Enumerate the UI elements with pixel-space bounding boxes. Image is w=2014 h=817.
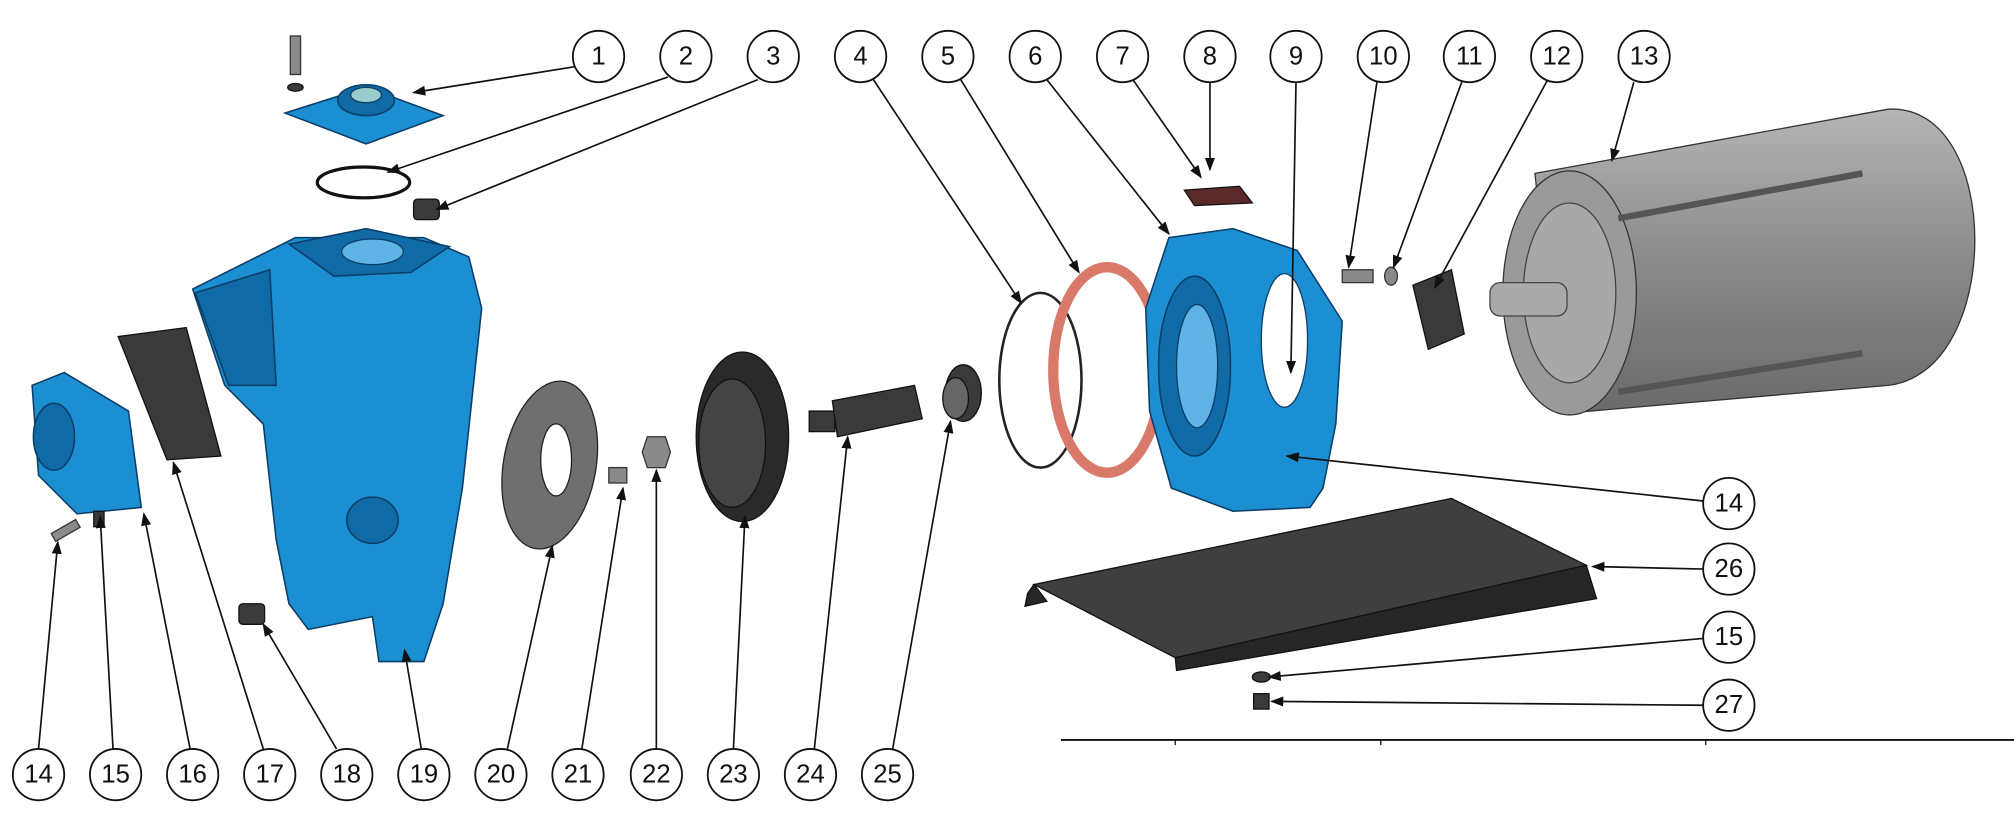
part-10-bolt — [1341, 269, 1374, 284]
balloon-10: 10 — [1356, 29, 1410, 84]
balloon-16: 16 — [166, 748, 220, 802]
part-13-motor — [1489, 108, 1976, 416]
part-20-wear-plate — [501, 380, 599, 550]
svg-text:1: 1 — [591, 43, 605, 71]
part-12-coupling — [1412, 268, 1465, 351]
balloon-3: 3 — [746, 29, 800, 84]
part-17-gasket — [117, 326, 222, 461]
svg-text:4: 4 — [853, 43, 867, 71]
svg-text:10: 10 — [1369, 43, 1398, 71]
part-25-mechanical-seal — [942, 364, 982, 422]
balloon-12: 12 — [1530, 29, 1584, 84]
part-2-o-ring — [315, 165, 412, 200]
balloon-5: 5 — [921, 29, 975, 84]
balloon-13: 13 — [1617, 29, 1671, 84]
svg-text:19: 19 — [410, 761, 439, 789]
svg-text:15: 15 — [101, 761, 130, 789]
svg-text:13: 13 — [1630, 43, 1659, 71]
balloon-14-bottom: 14 — [11, 748, 66, 802]
svg-text:20: 20 — [487, 761, 516, 789]
svg-text:3: 3 — [766, 43, 780, 71]
part-19-pump-casing — [191, 227, 483, 663]
balloon-9: 9 — [1269, 29, 1323, 84]
balloon-2: 2 — [659, 29, 713, 84]
part-15-washer-base — [1251, 671, 1271, 683]
balloon-8: 8 — [1183, 29, 1237, 84]
svg-text:11: 11 — [1456, 43, 1483, 71]
svg-text:14: 14 — [1715, 490, 1744, 518]
part-15-washer — [93, 510, 105, 528]
part-16-suction-flange — [31, 371, 143, 515]
part-8-nameplate — [1183, 185, 1254, 207]
part-27-nut — [1252, 693, 1270, 710]
svg-text:25: 25 — [873, 761, 902, 789]
balloon-15-right: 15 — [1702, 610, 1756, 664]
svg-text:22: 22 — [642, 761, 671, 789]
balloon-15-bottom: 15 — [89, 748, 143, 802]
balloon-17: 17 — [243, 748, 297, 802]
balloon-26: 26 — [1702, 542, 1756, 596]
baseline — [1060, 738, 2014, 746]
balloon-1: 1 — [571, 29, 626, 84]
balloon-21: 21 — [551, 748, 605, 802]
balloon-27: 27 — [1702, 678, 1756, 732]
svg-text:5: 5 — [941, 43, 955, 71]
part-14-bolt — [50, 518, 82, 543]
svg-text:12: 12 — [1542, 43, 1571, 71]
svg-text:27: 27 — [1715, 691, 1744, 719]
svg-text:16: 16 — [178, 761, 207, 789]
svg-text:9: 9 — [1289, 43, 1303, 71]
part-22-nut — [641, 436, 672, 469]
svg-text:6: 6 — [1028, 43, 1042, 71]
svg-text:26: 26 — [1715, 555, 1744, 583]
svg-text:2: 2 — [679, 43, 693, 71]
part-24-shaft-sleeve — [808, 384, 923, 438]
balloon-14-right: 14 — [1702, 476, 1756, 531]
svg-text:18: 18 — [333, 761, 362, 789]
part-21-screw — [608, 466, 628, 484]
svg-text:14: 14 — [24, 761, 53, 789]
balloon-18: 18 — [320, 748, 374, 802]
balloon-25: 25 — [860, 748, 915, 802]
svg-text:7: 7 — [1115, 43, 1129, 71]
balloon-4: 4 — [833, 29, 888, 84]
balloon-11: 11 — [1442, 29, 1496, 84]
part-26-base-plate — [1024, 497, 1598, 672]
balloon-22: 22 — [629, 748, 683, 802]
svg-text:23: 23 — [719, 761, 748, 789]
balloon-24: 24 — [783, 748, 838, 802]
balloon-20: 20 — [474, 748, 528, 802]
svg-text:21: 21 — [564, 761, 593, 789]
balloon-7: 7 — [1096, 29, 1150, 84]
balloon-23: 23 — [706, 748, 761, 802]
svg-text:17: 17 — [255, 761, 284, 789]
part-5-gasket — [1048, 262, 1167, 478]
part-18-drain-plug — [238, 603, 266, 625]
part-4-o-ring — [998, 291, 1083, 469]
leader-lines — [37, 65, 1704, 750]
svg-text:24: 24 — [796, 761, 825, 789]
part-3-plug — [412, 198, 440, 221]
svg-text:8: 8 — [1203, 43, 1217, 71]
svg-text:15: 15 — [1715, 623, 1744, 651]
balloon-19: 19 — [397, 748, 451, 802]
part-11-washer — [1383, 266, 1399, 286]
balloon-6: 6 — [1008, 29, 1062, 84]
part-6-adapter-bracket — [1144, 227, 1344, 513]
part-23-impeller — [695, 351, 790, 523]
part-1-bearing-cap — [282, 35, 446, 145]
